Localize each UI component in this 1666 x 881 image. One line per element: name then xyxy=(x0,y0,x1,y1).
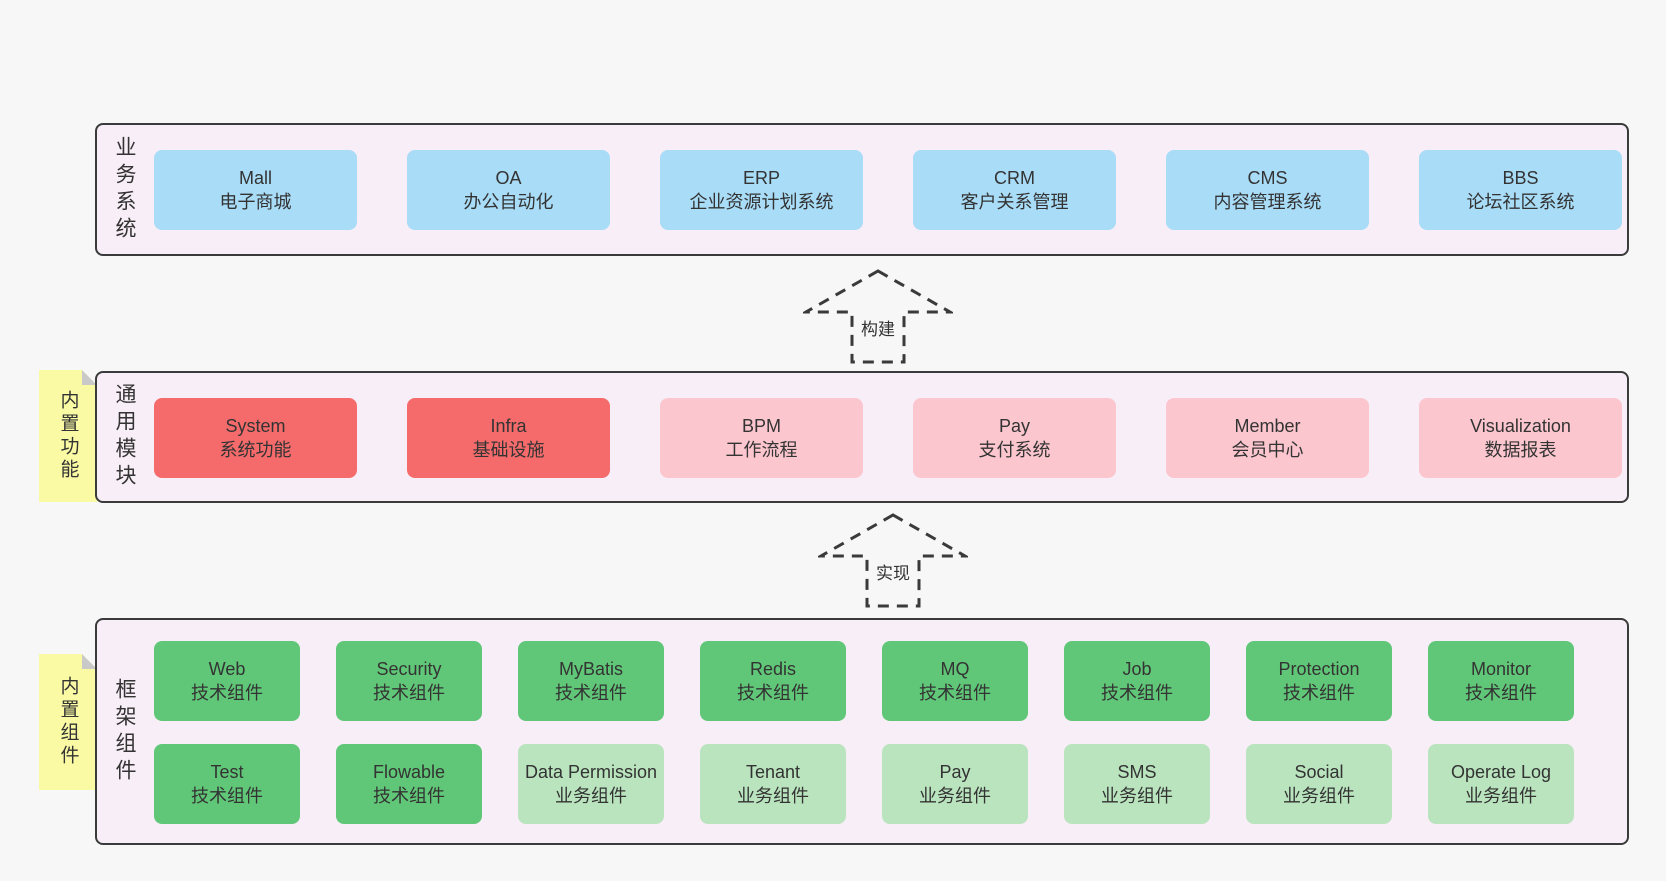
box-row: Test 技术组件 Flowable 技术组件 Data Permission … xyxy=(154,744,1574,824)
sticky-tab-built-in-components: 内置组件 xyxy=(39,654,97,790)
box-crm: CRM 客户关系管理 xyxy=(913,150,1116,230)
build-arrow: 构建 xyxy=(803,268,953,366)
box-operate-log: Operate Log 业务组件 xyxy=(1428,744,1574,824)
box-member: Member 会员中心 xyxy=(1166,398,1369,478)
box-row: Mall 电子商城 OA 办公自动化 ERP 企业资源计划系统 CRM 客户关系… xyxy=(154,150,1622,230)
sticky-tab-label: 内置组件 xyxy=(57,676,79,768)
box-system: System 系统功能 xyxy=(154,398,357,478)
box-test: Test 技术组件 xyxy=(154,744,300,824)
tier-common-modules: 通用模块 System 系统功能 Infra 基础设施 BPM 工作流程 Pay… xyxy=(95,371,1629,503)
box-flowable: Flowable 技术组件 xyxy=(336,744,482,824)
box-redis: Redis 技术组件 xyxy=(700,641,846,721)
box-pay: Pay 支付系统 xyxy=(913,398,1116,478)
box-cms: CMS 内容管理系统 xyxy=(1166,150,1369,230)
implement-arrow: 实现 xyxy=(818,512,968,610)
build-arrow-label: 构建 xyxy=(857,314,899,341)
box-web: Web 技术组件 xyxy=(154,641,300,721)
box-oa: OA 办公自动化 xyxy=(407,150,610,230)
tier-business-systems: 业务系统 Mall 电子商城 OA 办公自动化 ERP 企业资源计划系统 CRM… xyxy=(95,123,1629,256)
box-bpm: BPM 工作流程 xyxy=(660,398,863,478)
box-tenant: Tenant 业务组件 xyxy=(700,744,846,824)
sticky-tab-built-in-features: 内置功能 xyxy=(39,370,97,502)
sticky-tab-label: 内置功能 xyxy=(57,390,79,482)
box-pay-biz: Pay 业务组件 xyxy=(882,744,1028,824)
tier-label: 业务系统 xyxy=(113,135,136,244)
box-job: Job 技术组件 xyxy=(1064,641,1210,721)
tier-label: 框架组件 xyxy=(113,677,136,786)
box-sms: SMS 业务组件 xyxy=(1064,744,1210,824)
box-protection: Protection 技术组件 xyxy=(1246,641,1392,721)
box-row: System 系统功能 Infra 基础设施 BPM 工作流程 Pay 支付系统… xyxy=(154,398,1622,478)
tier-framework-components: 框架组件 Web 技术组件 Security 技术组件 MyBatis 技术组件… xyxy=(95,618,1629,845)
box-infra: Infra 基础设施 xyxy=(407,398,610,478)
box-data-permission: Data Permission 业务组件 xyxy=(518,744,664,824)
box-mybatis: MyBatis 技术组件 xyxy=(518,641,664,721)
box-erp: ERP 企业资源计划系统 xyxy=(660,150,863,230)
box-mq: MQ 技术组件 xyxy=(882,641,1028,721)
box-mall: Mall 电子商城 xyxy=(154,150,357,230)
box-row: Web 技术组件 Security 技术组件 MyBatis 技术组件 Redi… xyxy=(154,641,1574,721)
box-bbs: BBS 论坛社区系统 xyxy=(1419,150,1622,230)
box-social: Social 业务组件 xyxy=(1246,744,1392,824)
implement-arrow-label: 实现 xyxy=(872,558,914,585)
box-visualization: Visualization 数据报表 xyxy=(1419,398,1622,478)
tier-label: 通用模块 xyxy=(113,383,136,491)
box-monitor: Monitor 技术组件 xyxy=(1428,641,1574,721)
box-security: Security 技术组件 xyxy=(336,641,482,721)
